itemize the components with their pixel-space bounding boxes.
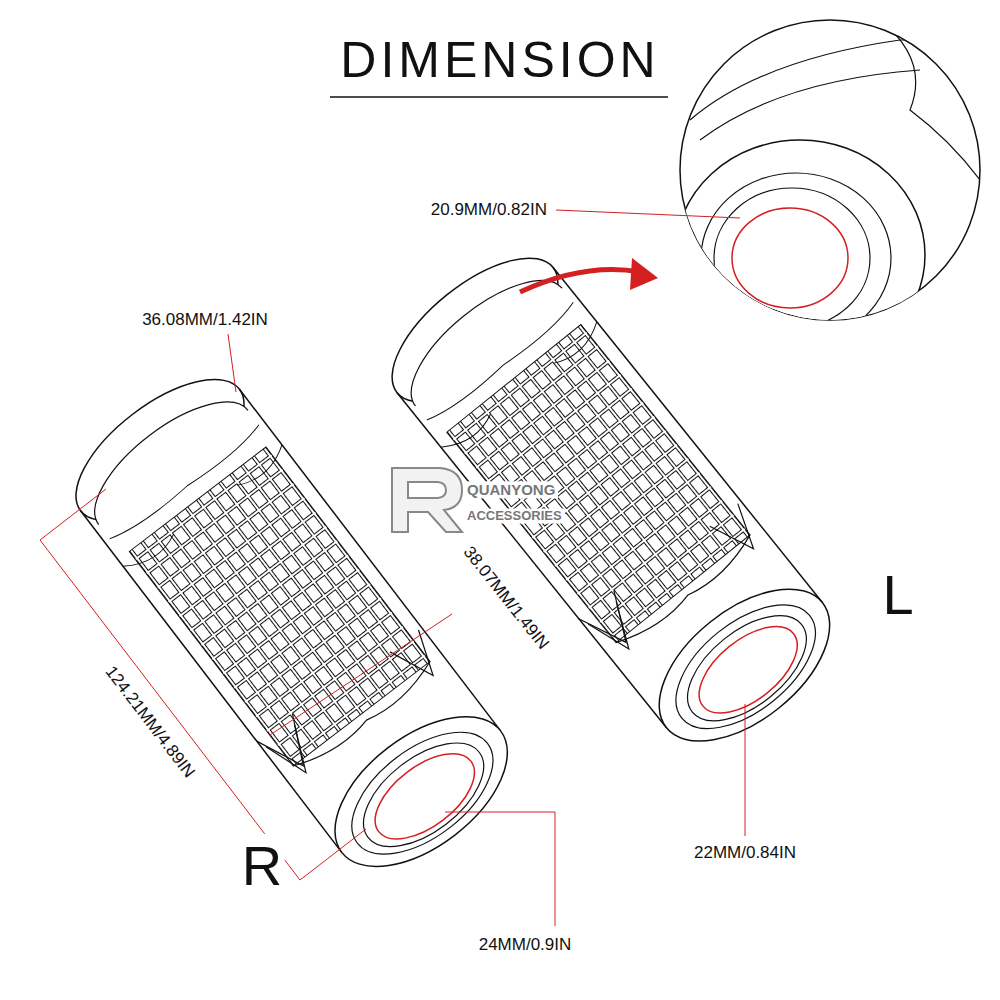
watermark: QUANYONG [464, 481, 558, 498]
watermark: ACCESSORIES [464, 509, 565, 524]
dimension-label: 36.08MM/1.42IN [139, 310, 271, 330]
dimension-label: 24MM/0.9IN [476, 935, 575, 955]
side-letter: R [239, 834, 285, 898]
page-title: DIMENSION [340, 31, 659, 89]
dimension-label: 22MM/0.84IN [691, 843, 799, 863]
dimension-label: 124.21MM/4.89IN [99, 660, 200, 784]
side-letter: L [879, 563, 916, 627]
dimension-label: 20.9MM/0.82IN [428, 200, 550, 220]
